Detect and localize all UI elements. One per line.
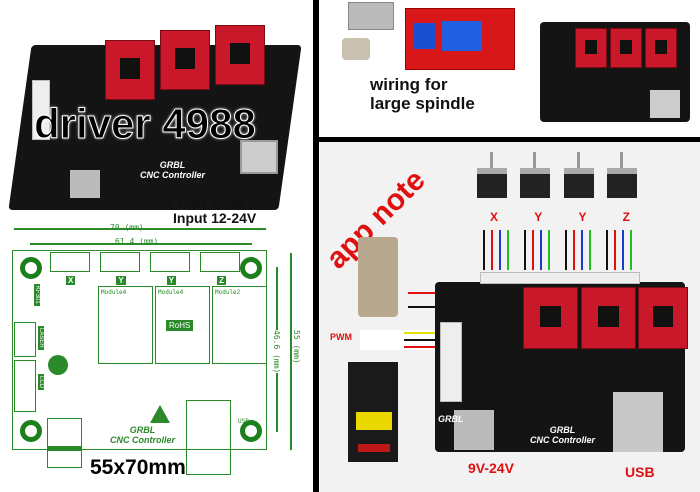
module-2: Module4 [155,286,210,364]
wire [524,230,526,270]
wire [573,230,575,270]
driver-module [160,30,210,90]
pwm-label: PWM [330,332,352,342]
axis-z: Z [217,276,226,285]
dim-inner-h: 46.6 (mm) [272,330,281,374]
wire [565,230,567,270]
board-title: GRBL [549,425,576,435]
usb-label: USB [625,464,655,480]
label-lcd: LCD [38,374,44,391]
caption-line1: wiring for [370,75,448,94]
axis-y2: Y [166,276,177,285]
label-kf301: KF301 [34,284,40,306]
wire [532,230,534,270]
connector [32,80,50,140]
axis-y: Y [116,276,126,285]
divider-vertical [313,0,319,492]
driver-module [215,25,265,85]
schematic-title: GRBL [129,425,156,435]
divider-horizontal [319,137,700,142]
motor-label-z: Z [622,210,630,224]
board-sub: CNC Controller [530,435,595,445]
axis-x: X [66,276,76,285]
board-label: GRBL [159,160,186,170]
size-caption: 55x70mm [90,456,186,479]
laser-module [348,362,398,462]
dim-inner: 61.4 (mm) [115,237,159,246]
wire [589,230,591,270]
wire [491,230,493,270]
driver-module [105,40,155,100]
capacitor [48,355,68,375]
usb-port [240,140,278,174]
input-note: Input 12-24V [173,210,257,226]
wire [548,230,550,270]
board-photo: GRBL CNC Controller [8,20,302,215]
motor-label-y: Y [534,210,543,224]
usb-note: + USB cable [165,195,247,211]
dim-width: 70 (mm) [110,223,144,232]
board-label: GRBL [438,414,464,424]
motor-label-x: X [490,210,499,224]
dimension-diagram: 70 (mm) 61.4 (mm) X Y Y Z Module4 Module… [0,220,310,492]
wire [483,230,485,270]
power-supply [348,2,394,30]
label-laser: LASER [38,326,44,350]
power-jack [454,410,494,450]
module-1: Module4 [98,286,153,364]
esd-icon [150,405,170,423]
wire [507,230,509,270]
title-driver: driver 4988 [34,100,257,148]
wire [614,230,616,270]
wire [622,230,624,270]
usb-label: USB [238,418,249,425]
usb-footprint [186,400,231,475]
module-3: Module2 [212,286,267,364]
motor-wires [483,230,643,272]
wire [540,230,542,270]
caption-line2: large spindle [370,94,475,113]
schematic-sub: CNC Controller [110,435,175,445]
motor-label-y2: Y [578,210,587,224]
relay-module [405,8,515,70]
board-sub: CNC Controller [140,170,205,180]
wire [606,230,608,270]
spindle-motor [342,38,370,60]
wiring-photo: wiring for large spindle [320,0,700,137]
rohs-badge: RoHS [166,320,194,331]
dim-height: 55 (mm) [292,330,301,364]
usb-port [613,392,663,452]
spindle-motor [358,237,398,317]
wire [581,230,583,270]
app-note-photo: app note X Y Y Z PWM GRBL GRBL CNC Contr… [320,142,700,492]
power-label: 9V-24V [468,460,514,476]
wire [499,230,501,270]
power-jack [70,170,100,198]
wire [630,230,632,270]
